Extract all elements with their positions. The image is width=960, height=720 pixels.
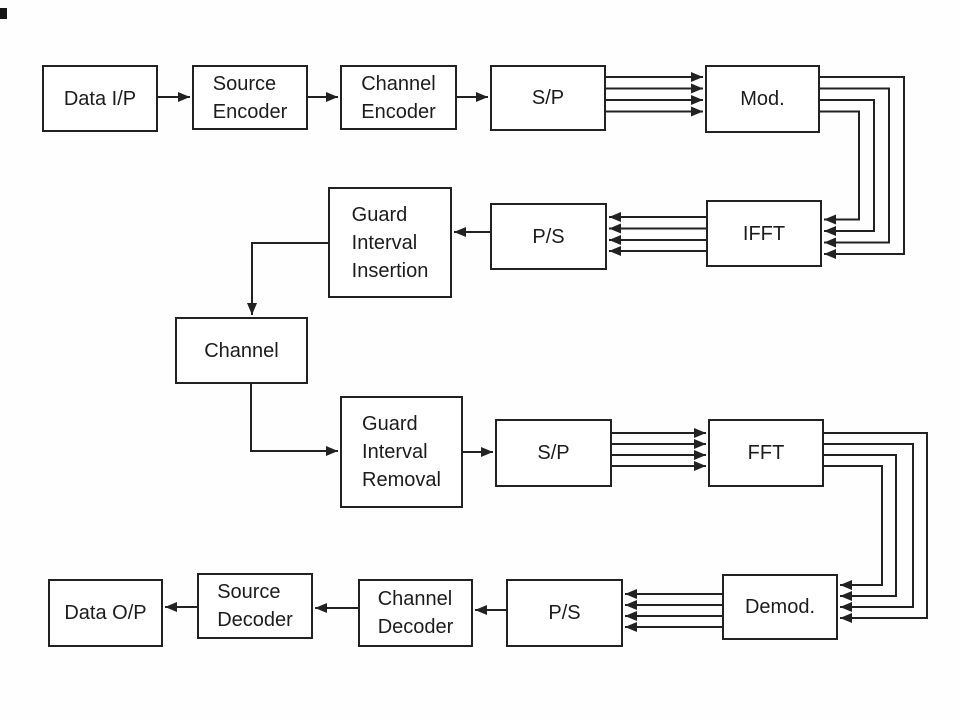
node-data-output: Data O/P xyxy=(48,579,163,647)
wrap-mod-ifft-1 xyxy=(820,76,905,259)
wrap-mod-ifft-3 xyxy=(820,99,875,236)
node-ifft: IFFT xyxy=(706,200,822,267)
scan-artifact-mark xyxy=(0,8,7,19)
node-channel-decoder: Channel Decoder xyxy=(358,579,473,647)
arrow-gii-channel xyxy=(247,242,328,315)
node-guard-interval-removal: Guard Interval Removal xyxy=(340,396,463,508)
node-source-decoder: Source Decoder xyxy=(197,573,313,639)
wrap-fft-demod-4 xyxy=(824,465,883,590)
node-channel: Channel xyxy=(175,317,308,384)
node-source-encoder: Source Encoder xyxy=(192,65,308,130)
node-parallel-to-serial-tx: P/S xyxy=(490,203,607,270)
node-data-input: Data I/P xyxy=(42,65,158,132)
wrap-fft-demod-2 xyxy=(824,443,914,612)
node-fft: FFT xyxy=(708,419,824,487)
node-serial-to-parallel-tx: S/P xyxy=(490,65,606,131)
node-guard-interval-insertion: Guard Interval Insertion xyxy=(328,187,452,298)
node-channel-encoder: Channel Encoder xyxy=(340,65,457,130)
wrap-mod-ifft-2 xyxy=(820,87,890,248)
wrap-fft-demod-1 xyxy=(824,432,928,623)
wrap-fft-demod-3 xyxy=(824,454,897,601)
node-serial-to-parallel-rx: S/P xyxy=(495,419,612,487)
node-parallel-to-serial-rx: P/S xyxy=(506,579,623,647)
arrow-channel-gir xyxy=(250,384,338,456)
wrap-mod-ifft-4 xyxy=(820,110,860,225)
node-demodulator: Demod. xyxy=(722,574,838,640)
node-modulator: Mod. xyxy=(705,65,820,133)
